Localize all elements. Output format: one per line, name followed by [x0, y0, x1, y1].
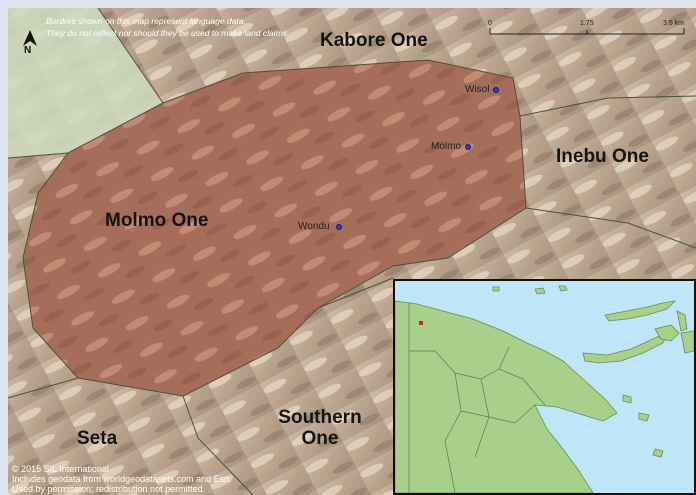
region-label-seta-text: Seta: [77, 428, 118, 449]
region-label-molmo-text: Molmo One: [105, 210, 209, 231]
inset-land: [395, 285, 694, 493]
inset-province-borders: [408, 303, 546, 493]
region-label-seta: Seta: [77, 428, 117, 449]
disclaimer-line-1: Borders shown on this map represent lang…: [46, 16, 246, 26]
region-label-southern-one: Southern One: [266, 407, 374, 449]
region-label-kabore-one: Kabore One: [320, 30, 428, 51]
region-label-molmo-one: Molmo One: [105, 210, 208, 231]
map-credits: © 2015 SIL International Includes geodat…: [12, 464, 232, 494]
study-area-marker: [419, 321, 423, 325]
town-marker-icon: [465, 144, 471, 150]
scale-label-0: 0: [488, 20, 492, 27]
region-label-kabore-text: Kabore One: [320, 30, 428, 51]
molmo-one-area: [23, 60, 526, 396]
region-label-inebu-text: Inebu One: [556, 146, 649, 167]
town-marker-icon: [493, 87, 499, 93]
lowland-area: [8, 8, 163, 158]
region-label-southern-line-1: Southern: [278, 407, 362, 428]
terrain-layer: [8, 8, 696, 495]
town-label-wisol: Wisol: [465, 84, 490, 95]
town-label-wondu: Wondu: [298, 221, 330, 232]
inset-map-drawing: [395, 281, 694, 493]
scale-label-end: 3.5 km: [663, 20, 685, 27]
region-label-southern-line-2: One: [301, 428, 339, 449]
region-label-inebu-one: Inebu One: [556, 146, 649, 167]
credit-line-1: © 2015 SIL International: [12, 464, 109, 474]
scale-label-mid: 1.75: [580, 20, 594, 27]
town-marker-icon: [336, 224, 342, 230]
language-borders: [8, 8, 696, 495]
town-label-molmo: Molmo: [431, 141, 462, 152]
disclaimer-line-2: They do not reflect nor should they be u…: [46, 28, 290, 38]
credit-line-3: Used by permission; redistribution not p…: [12, 484, 206, 494]
inset-locator-map: [393, 279, 696, 495]
north-arrow-label: N: [24, 45, 32, 56]
credit-line-2: Includes geodata from worldgeodatasets.c…: [12, 474, 232, 484]
north-arrow-icon: [23, 30, 37, 46]
map-disclaimer: Borders shown on this map represent lang…: [46, 15, 289, 39]
scale-bar: [489, 28, 685, 35]
